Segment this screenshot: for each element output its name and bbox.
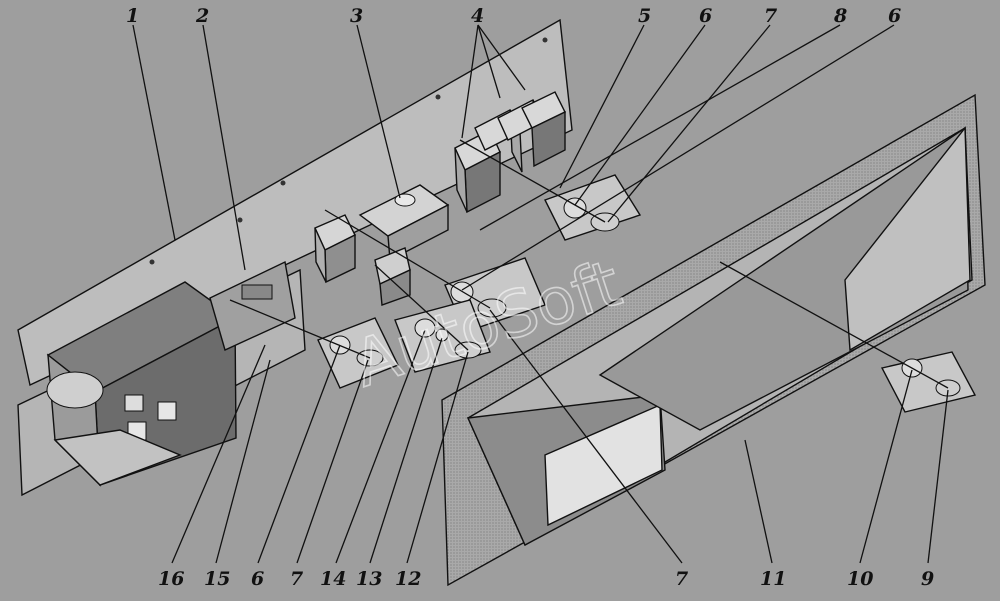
leader-lines bbox=[132, 24, 949, 564]
callout-labels: 1 2 3 4 5 6 7 8 6 16 15 6 7 14 13 12 7 1… bbox=[126, 5, 934, 590]
callout-14: 14 bbox=[320, 568, 346, 590]
callout-7a: 7 bbox=[764, 5, 777, 27]
callout-6a: 6 bbox=[699, 5, 712, 27]
callout-7b: 7 bbox=[290, 568, 303, 590]
callout-4: 4 bbox=[471, 5, 484, 27]
callout-12: 12 bbox=[395, 568, 421, 590]
callout-10: 10 bbox=[847, 568, 873, 590]
assembly-lines bbox=[229, 139, 949, 389]
callout-6c: 6 bbox=[251, 568, 264, 590]
small-relays bbox=[314, 214, 411, 306]
callout-13: 13 bbox=[356, 568, 382, 590]
callout-8: 8 bbox=[833, 5, 847, 27]
callout-9: 9 bbox=[921, 568, 934, 590]
callout-1: 1 bbox=[126, 5, 139, 27]
switch-unit bbox=[46, 281, 237, 487]
callout-7c: 7 bbox=[675, 568, 688, 590]
callout-5: 5 bbox=[638, 5, 651, 27]
callout-2: 2 bbox=[195, 5, 209, 27]
callout-11: 11 bbox=[760, 568, 786, 590]
callout-3: 3 bbox=[350, 5, 363, 27]
bracket bbox=[209, 260, 296, 351]
callout-6b: 6 bbox=[888, 5, 901, 27]
relays bbox=[454, 91, 566, 214]
callout-16: 16 bbox=[158, 568, 184, 590]
relay-block bbox=[358, 184, 450, 262]
cover-housing bbox=[441, 93, 986, 587]
callout-15: 15 bbox=[204, 568, 230, 590]
